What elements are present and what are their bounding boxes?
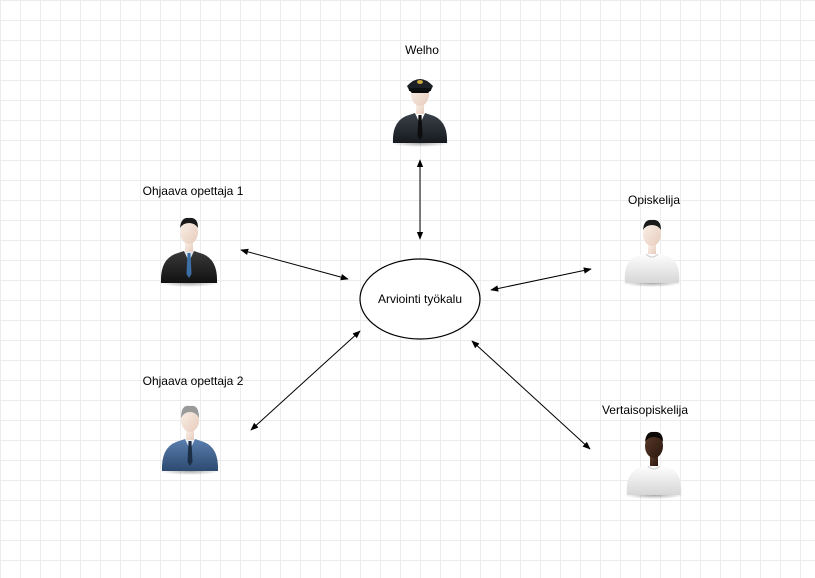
- arrow-ohjaava-opettaja-1: [240, 248, 349, 281]
- arrow-opiskelija: [490, 267, 592, 292]
- pilot-person-icon: [390, 79, 450, 147]
- actor-ohjaava-opettaja-1[interactable]: Ohjaava opettaja 1: [143, 184, 244, 287]
- actor-welho[interactable]: Welho: [390, 43, 450, 147]
- student-white-shirt-icon: [622, 219, 682, 287]
- actor-opiskelija[interactable]: Opiskelija: [622, 193, 682, 287]
- actor-vertaisopiskelija[interactable]: Vertaisopiskelija: [602, 403, 688, 499]
- actor-label-ohjaava-opettaja-1: Ohjaava opettaja 1: [143, 184, 244, 198]
- arrow-vertaisopiskelija: [471, 340, 591, 450]
- center-node[interactable]: Arviointi työkalu: [359, 258, 481, 340]
- center-ellipse: [359, 258, 481, 340]
- actor-ohjaava-opettaja-2[interactable]: Ohjaava opettaja 2: [143, 374, 244, 475]
- arrow-ohjaava-opettaja-2: [250, 330, 361, 431]
- actor-label-opiskelija: Opiskelija: [628, 193, 680, 207]
- center-label: Arviointi työkalu: [378, 292, 462, 306]
- student-dark-skin-icon: [624, 431, 684, 499]
- actor-label-welho: Welho: [405, 43, 439, 57]
- businessman-dark-suit-icon: [159, 217, 219, 287]
- businessman-blue-suit-icon: [160, 405, 220, 475]
- actor-label-vertaisopiskelija: Vertaisopiskelija: [602, 403, 688, 417]
- actor-label-ohjaava-opettaja-2: Ohjaava opettaja 2: [143, 374, 244, 388]
- connector-arrows: [240, 159, 592, 450]
